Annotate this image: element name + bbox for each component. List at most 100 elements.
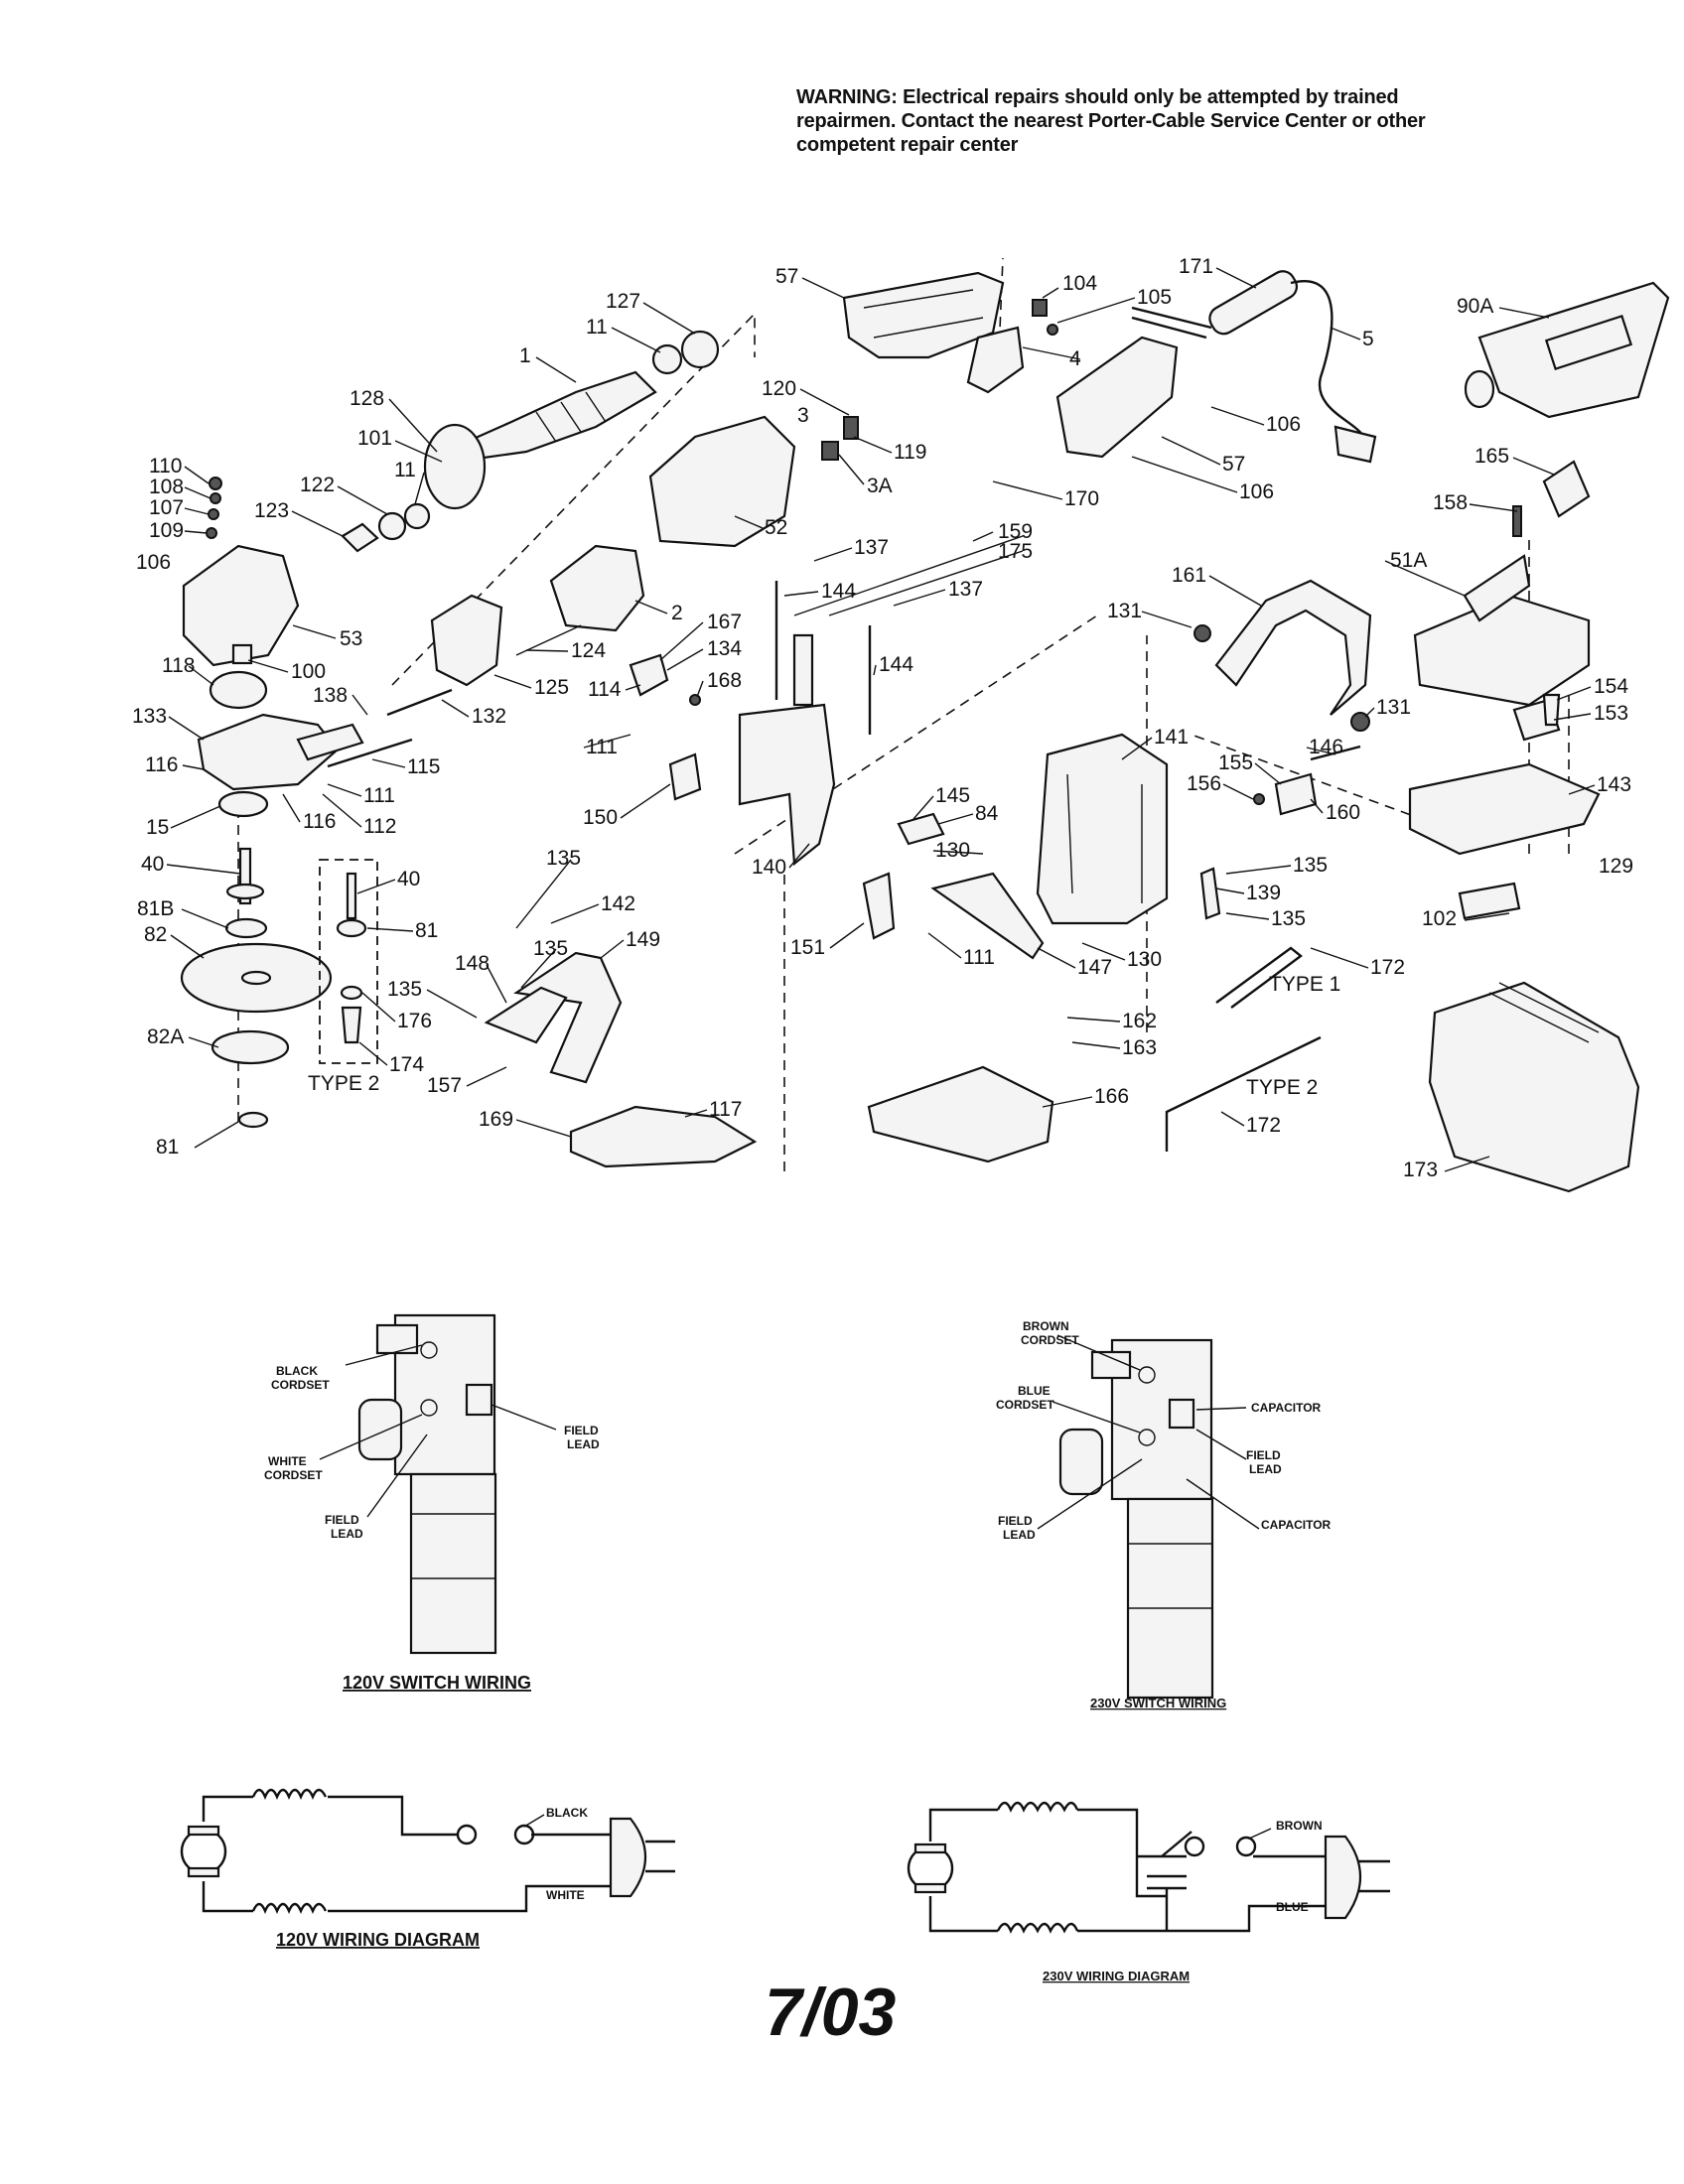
- part-label: 161: [1172, 564, 1206, 587]
- lever-150: [668, 752, 702, 801]
- type-label: TYPE 1: [1269, 973, 1340, 996]
- guard-149: [513, 951, 623, 1084]
- motor-brush: [187, 1866, 220, 1878]
- part-label: 57: [775, 265, 798, 288]
- wire-label: CAPACITOR: [1261, 1518, 1332, 1532]
- part-label: 125: [534, 676, 569, 699]
- plug-symbol: [1324, 1835, 1362, 1920]
- part-label: 53: [340, 627, 362, 650]
- cord-5: [1290, 279, 1365, 448]
- plug-5: [1333, 425, 1377, 464]
- rail-147: [930, 872, 1045, 960]
- part-label: 135: [546, 847, 581, 870]
- terminal: [1138, 1429, 1156, 1446]
- armature-1: [465, 370, 657, 461]
- spindle-40: [238, 847, 252, 905]
- caption: 230V SWITCH WIRING: [1090, 1696, 1226, 1710]
- washer-81B: [224, 917, 268, 939]
- part-label: 124: [571, 639, 606, 662]
- washer-81: [237, 1111, 269, 1129]
- part-label: 141: [1154, 726, 1189, 749]
- knob-137: [792, 633, 814, 707]
- handle-161: [1214, 579, 1372, 716]
- part-label: 129: [1599, 855, 1633, 878]
- spindle-40b: [346, 872, 357, 920]
- part-label: 138: [313, 684, 348, 707]
- part-label: 137: [854, 536, 889, 559]
- part-label: 142: [601, 892, 635, 915]
- bushing-100: [231, 643, 253, 665]
- barrel-band: [1128, 1543, 1212, 1609]
- field-coil: [996, 1922, 1079, 1934]
- chute-nozzle: [1464, 369, 1495, 409]
- field-coil: [996, 1801, 1079, 1813]
- fence-51A: [1413, 594, 1591, 707]
- bracket-140: [738, 703, 836, 867]
- part-label: 140: [752, 856, 786, 879]
- part-label: 90A: [1457, 295, 1493, 318]
- part-label: 174: [389, 1053, 424, 1076]
- part-label: 1: [519, 344, 531, 367]
- wire-label: WHITE: [546, 1888, 585, 1902]
- wire-label: LEAD: [331, 1527, 363, 1541]
- assembly-line: [391, 312, 756, 686]
- part-label: 146: [1309, 736, 1343, 758]
- barrel-band: [411, 1513, 495, 1579]
- lock-arm-138: [296, 723, 364, 761]
- wrench-172-type1: [1215, 946, 1303, 1009]
- switch-4: [966, 326, 1025, 394]
- part-label: 154: [1594, 675, 1628, 698]
- field-coil: [251, 1902, 328, 1915]
- cord-guard-171: [1208, 270, 1299, 336]
- part-label: 163: [1122, 1036, 1157, 1059]
- type2-spindle-box: [319, 859, 378, 1064]
- part-label: 132: [472, 705, 506, 728]
- part-label: 3A: [867, 475, 893, 497]
- part-label: 102: [1422, 907, 1457, 930]
- part-label: 172: [1370, 956, 1405, 979]
- part-label: 123: [254, 499, 289, 522]
- hex-key-172-type2: [1165, 1035, 1322, 1152]
- nut-123: [341, 522, 379, 553]
- part-label: 112: [363, 815, 396, 838]
- base-plate-143: [1408, 762, 1601, 856]
- part-label: 110: [149, 455, 182, 478]
- motor-barrel: [1126, 1497, 1214, 1700]
- screw-110: [209, 477, 222, 490]
- part-label: 82: [144, 923, 167, 946]
- bearing-11b: [403, 502, 431, 530]
- part-label: 133: [132, 705, 167, 728]
- knob-160: [1274, 772, 1318, 816]
- bearing-housing-133: [197, 713, 340, 791]
- part-label: 100: [291, 660, 326, 683]
- part-label: 40: [397, 868, 420, 890]
- wire-label: BROWN: [1023, 1319, 1069, 1333]
- terminal: [420, 1399, 438, 1417]
- wire-label: BLUE: [1018, 1384, 1051, 1398]
- part-label: 114: [588, 678, 622, 701]
- switch-top: [375, 1323, 419, 1355]
- part-label: 106: [1266, 413, 1301, 436]
- wiring-diagram-120v: BLACK WHITE 120V WIRING DIAGRAM: [180, 1788, 675, 1950]
- part-label: 131: [1107, 600, 1142, 622]
- frame-detail: [1066, 773, 1143, 903]
- part-label: 117: [709, 1098, 742, 1121]
- part-label: 156: [1187, 772, 1221, 795]
- wire-label: LEAD: [567, 1437, 600, 1451]
- button-84: [897, 812, 945, 846]
- part-label: 153: [1594, 702, 1628, 725]
- spring-115: [327, 738, 413, 768]
- part-label: 134: [707, 637, 742, 660]
- motor-barrel: [409, 1472, 497, 1655]
- switch-wiring-230v: BROWN CORDSET BLUE CORDSET CAPACITOR FIE…: [996, 1319, 1332, 1710]
- case-173: [1428, 981, 1640, 1193]
- part-label: 104: [1062, 272, 1097, 295]
- bearing-11: [651, 343, 683, 375]
- wire-label: CORDSET: [271, 1378, 330, 1392]
- part-label: 157: [427, 1074, 462, 1097]
- part-label: 106: [136, 551, 171, 574]
- part-label: 166: [1094, 1085, 1129, 1108]
- part-label: 82A: [147, 1025, 184, 1048]
- part-label: 109: [149, 519, 184, 542]
- part-label: 122: [300, 474, 335, 496]
